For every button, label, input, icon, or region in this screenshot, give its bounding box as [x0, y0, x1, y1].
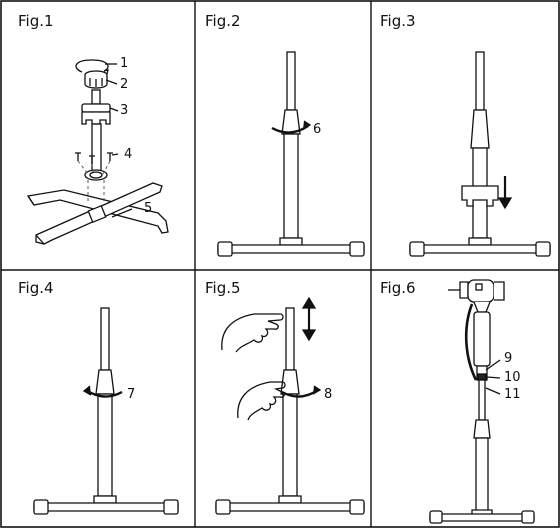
hand-lower-icon: [237, 381, 286, 421]
fig2-title: Fig.2: [205, 12, 241, 30]
hand-upper-icon: [221, 313, 284, 353]
fig4-illustration: [33, 307, 179, 515]
fig3-illustration: [409, 51, 551, 257]
callout-3: 3: [120, 103, 129, 118]
callout-2: 2: [120, 77, 129, 92]
knob-part: [84, 70, 108, 89]
callout-6: 6: [313, 122, 322, 137]
fig3-title: Fig.3: [380, 12, 416, 30]
base: [409, 241, 551, 257]
cross-base-part: [26, 182, 169, 245]
base: [215, 499, 365, 515]
fig4-title: Fig.4: [18, 279, 54, 297]
callout-4: 4: [124, 147, 133, 162]
fig1-title: Fig.1: [18, 12, 54, 30]
fig2-illustration: [217, 51, 365, 257]
fig6-illustration: [429, 279, 535, 524]
base: [33, 499, 179, 515]
fig1-leaders: [105, 63, 133, 218]
fan-head: [448, 279, 505, 303]
cord: [464, 303, 478, 381]
callout-11: 11: [504, 387, 521, 402]
fig5-illustration: [215, 296, 365, 515]
rotation-arrow-icon: [75, 59, 109, 73]
screws-part: [75, 152, 113, 164]
callout-5: 5: [144, 201, 153, 216]
callout-7: 7: [127, 387, 136, 402]
coupling-sleeve-part: [81, 103, 111, 125]
fig1-illustration: [26, 59, 169, 245]
callout-8: 8: [324, 387, 333, 402]
fig5-title: Fig.5: [205, 279, 241, 297]
callout-1: 1: [120, 56, 129, 71]
fig1-dashed-guides: [77, 160, 111, 204]
sleeve: [281, 109, 301, 135]
base: [217, 241, 365, 257]
fig6-title: Fig.6: [380, 279, 416, 297]
callout-10: 10: [504, 370, 521, 385]
base: [429, 510, 535, 524]
callout-9: 9: [504, 351, 513, 366]
lowered-sleeve: [461, 185, 499, 207]
